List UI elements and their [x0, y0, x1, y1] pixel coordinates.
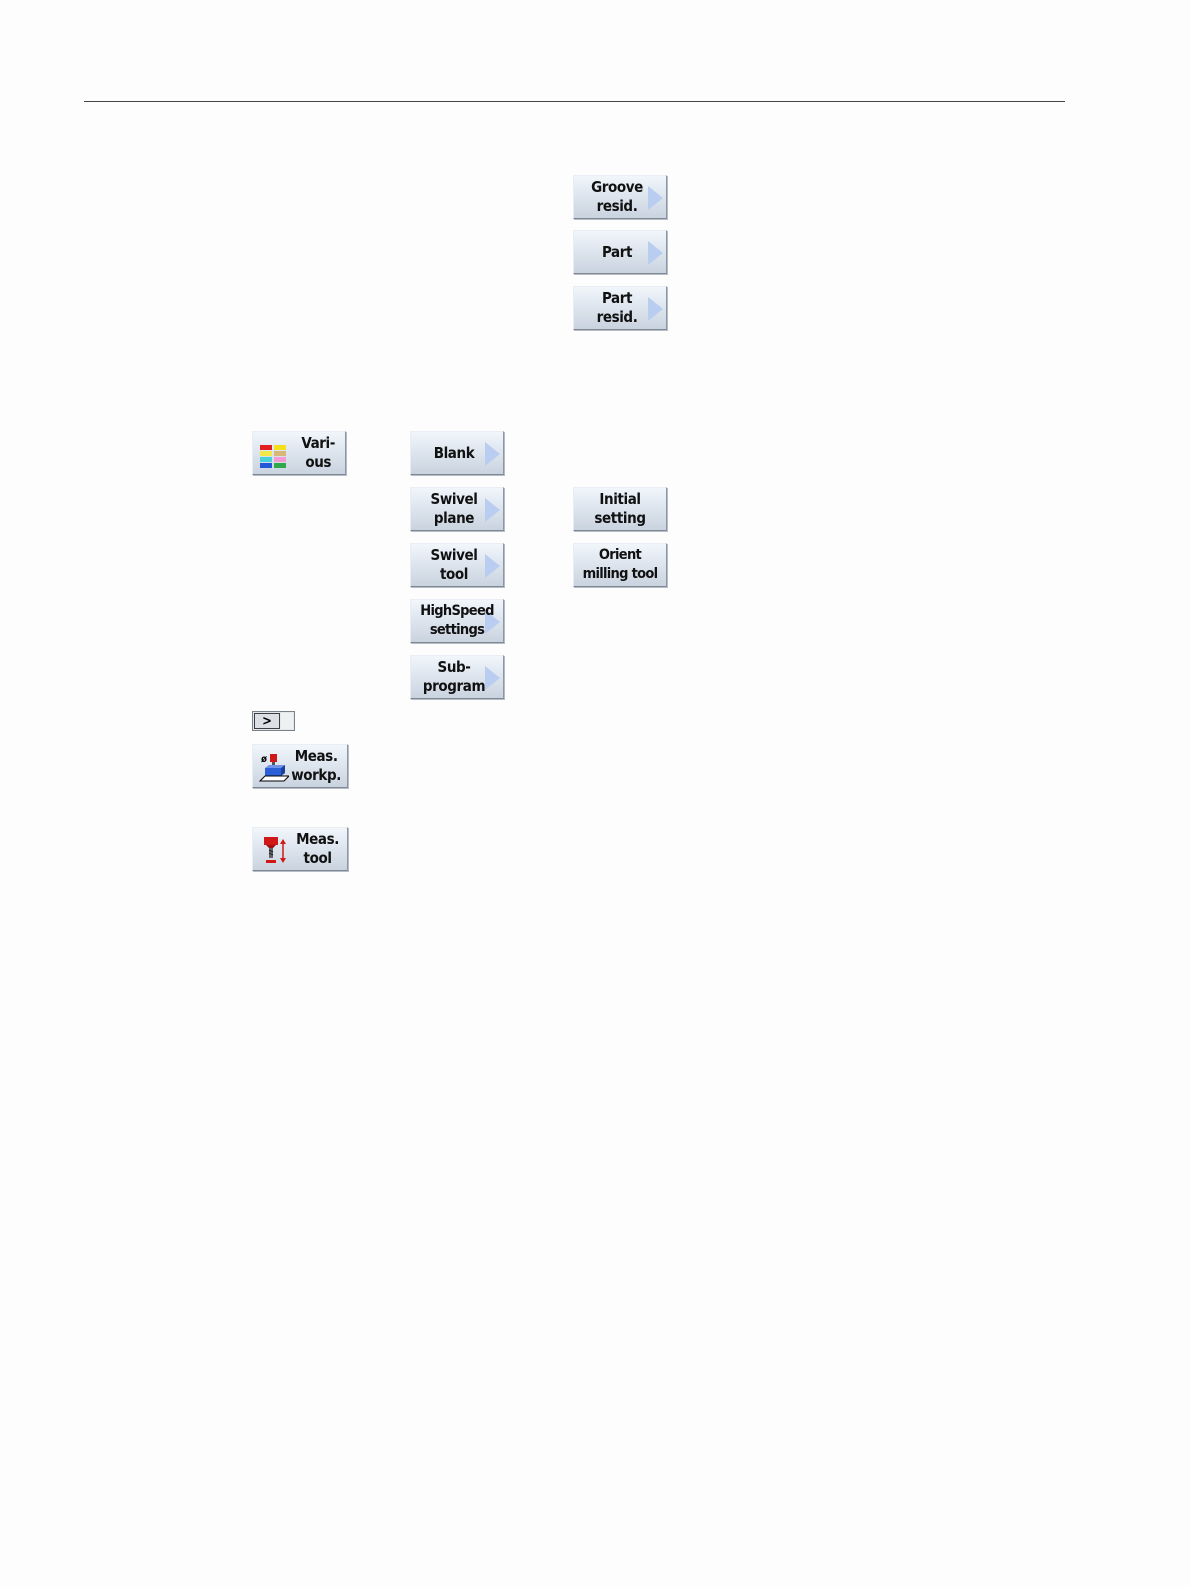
- measure-workpiece-icon: ø: [259, 751, 289, 783]
- subprogram-softkey[interactable]: Sub- program: [410, 655, 504, 699]
- swivel-tool-softkey[interactable]: Swivel tool: [410, 543, 504, 587]
- meas-workp-softkey[interactable]: ø Meas. workp.: [252, 744, 348, 788]
- submenu-arrow-icon: [648, 186, 663, 210]
- softkey-label: Swivel plane: [431, 490, 484, 528]
- softkey-label: Meas. tool: [296, 830, 347, 868]
- softkey-label: Swivel tool: [431, 546, 484, 584]
- various-softkey[interactable]: Vari- ous: [252, 431, 346, 475]
- softkey-label: Orient milling tool: [583, 546, 658, 584]
- softkey-label: Sub- program: [423, 658, 491, 696]
- meas-tool-softkey[interactable]: Meas. tool: [252, 827, 348, 871]
- softkey-label: Initial setting: [594, 490, 645, 528]
- part-resid-softkey[interactable]: Part resid.: [573, 286, 667, 330]
- swivel-plane-softkey[interactable]: Swivel plane: [410, 487, 504, 531]
- initial-setting-softkey[interactable]: Initial setting: [573, 487, 667, 531]
- part-softkey[interactable]: Part: [573, 230, 667, 274]
- svg-text:ø: ø: [261, 754, 267, 765]
- submenu-arrow-icon: [485, 554, 500, 578]
- submenu-arrow-icon: [485, 442, 500, 466]
- submenu-arrow-icon: [648, 241, 663, 265]
- etc-key[interactable]: >: [252, 711, 295, 731]
- etc-key-blank: [281, 713, 293, 729]
- submenu-arrow-icon: [648, 297, 663, 321]
- softkey-label: Meas. workp.: [291, 747, 347, 785]
- header-rule: [84, 101, 1065, 102]
- softkey-label: Part: [602, 243, 638, 262]
- softkey-label: HighSpeed settings: [420, 602, 494, 640]
- softkey-label: Part resid.: [597, 289, 644, 327]
- softkey-label: Blank: [434, 444, 481, 463]
- softkey-label: Vari- ous: [301, 434, 345, 472]
- measure-tool-icon: [259, 834, 289, 866]
- blank-softkey[interactable]: Blank: [410, 431, 504, 475]
- orient-milling-tool-softkey[interactable]: Orient milling tool: [573, 543, 667, 587]
- various-color-grid-icon: [259, 438, 289, 470]
- softkey-label: Groove resid.: [591, 178, 649, 216]
- groove-resid-softkey[interactable]: Groove resid.: [573, 175, 667, 219]
- etc-arrow-icon: >: [254, 713, 280, 729]
- submenu-arrow-icon: [485, 498, 500, 522]
- highspeed-settings-softkey[interactable]: HighSpeed settings: [410, 599, 504, 643]
